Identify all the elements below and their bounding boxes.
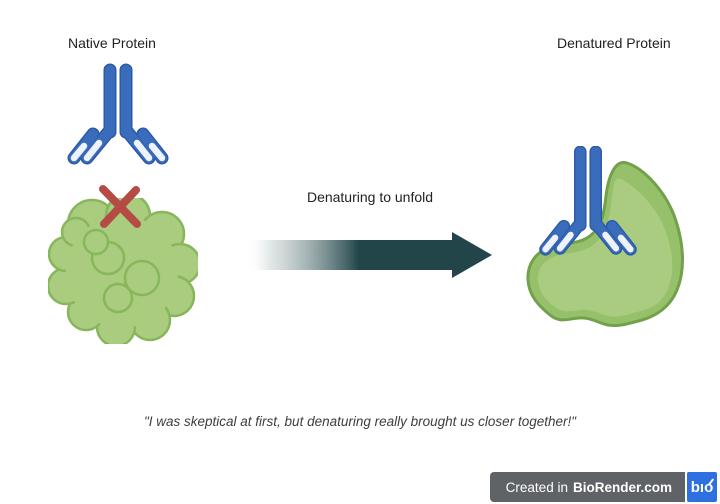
biorender-badge[interactable]: Created in BioRender.com bıo — [489, 472, 717, 502]
badge-prefix: Created in — [505, 479, 568, 495]
antibody-bound-icon — [539, 146, 637, 256]
caption-quote: "I was skeptical at first, but denaturin… — [143, 414, 577, 429]
logo-text: bıo — [690, 478, 714, 496]
gradient-arrow-icon — [246, 232, 492, 278]
arrow-label: Denaturing to unfold — [306, 189, 434, 205]
biorender-logo-icon: bıo — [687, 472, 717, 502]
badge-brand: BioRender.com — [572, 479, 672, 495]
red-cross-icon — [99, 185, 141, 228]
denatured-protein-label: Denatured Protein — [557, 35, 671, 51]
badge-text: Created in BioRender.com — [489, 472, 685, 502]
native-protein-label: Native Protein — [68, 35, 156, 51]
native-protein-blob — [48, 198, 198, 344]
antibody-icon — [67, 63, 169, 165]
